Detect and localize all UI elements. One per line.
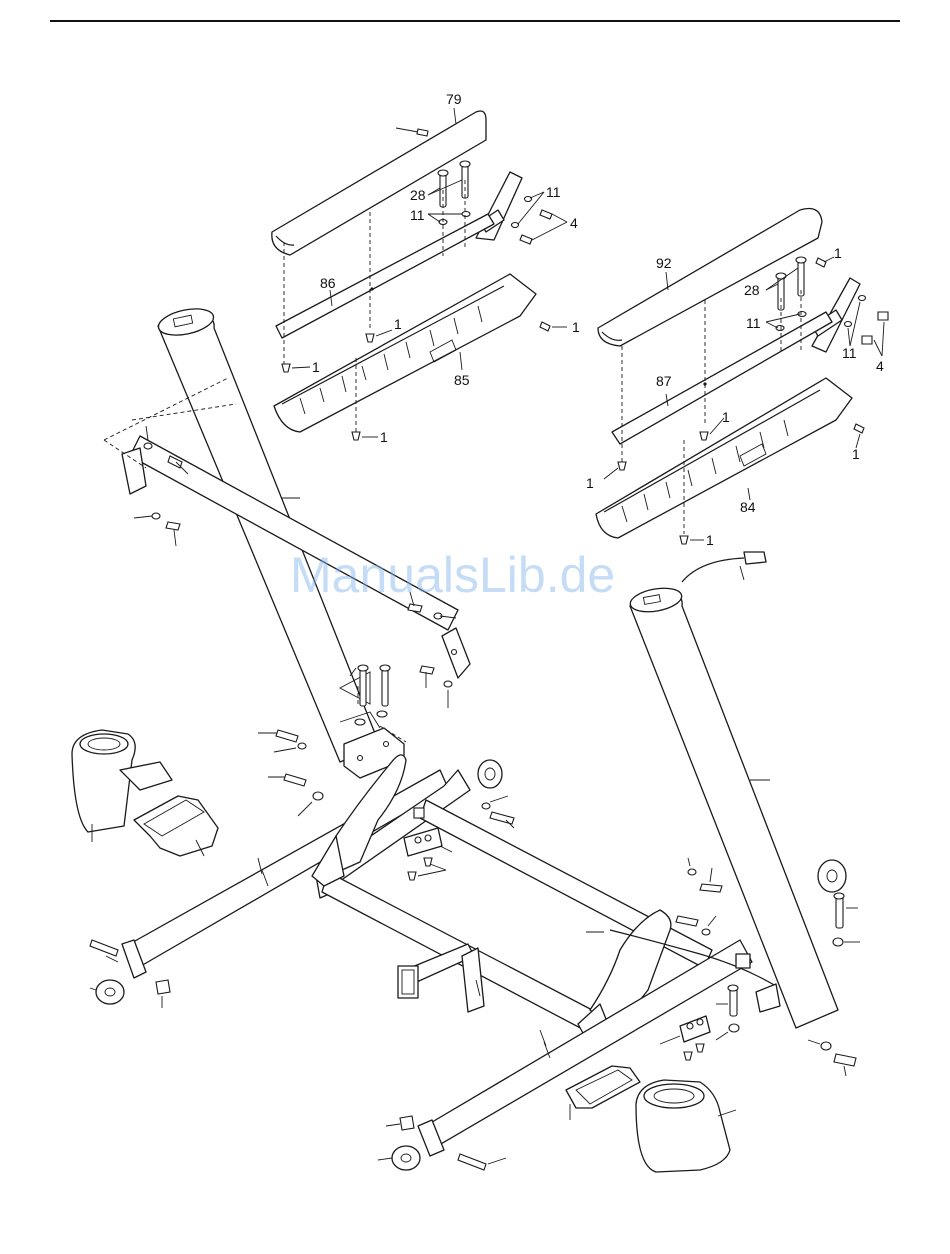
label-4-right: 4 [876, 358, 884, 374]
wheel-icon [818, 860, 860, 946]
label-1-left-a: 1 [394, 316, 402, 332]
part-84-housing [596, 378, 852, 538]
label-1-left-d: 1 [380, 429, 388, 445]
label-85: 85 [454, 372, 470, 388]
watermark: ManualsLib.de [290, 547, 615, 603]
label-11-right-of-bracket: 11 [546, 184, 561, 200]
label-4-left: 4 [570, 215, 578, 231]
part-85-housing [274, 274, 536, 432]
label-86: 86 [320, 275, 336, 291]
label-1-left-c: 1 [312, 359, 320, 375]
label-84: 84 [740, 499, 756, 515]
left-front-foot-cover [134, 796, 218, 856]
label-28-right: 28 [744, 282, 760, 298]
label-79: 79 [446, 91, 462, 107]
label-1-right-a: 1 [834, 245, 842, 261]
label-92: 92 [656, 255, 672, 271]
upright-bracket-right [812, 278, 860, 352]
label-1-right-b: 1 [722, 409, 730, 425]
bolt-28-right [776, 257, 806, 310]
right-front-foot-cover [566, 1066, 640, 1120]
label-1-left-b: 1 [572, 319, 580, 335]
right-rear-foot-cover [636, 1080, 736, 1172]
part-92-upper-cover [598, 209, 822, 347]
screw-icon [396, 128, 428, 136]
screw-4-right [862, 312, 888, 344]
label-28-left: 28 [410, 187, 426, 203]
wheel-icon [478, 760, 514, 828]
label-11-right-b: 11 [842, 345, 857, 361]
switch-block-right [660, 1016, 710, 1060]
label-11-right-a: 11 [746, 315, 761, 331]
label-11-left: 11 [410, 207, 425, 223]
label-1-right-d: 1 [852, 446, 860, 462]
side-bolts-center [258, 730, 323, 816]
label-87: 87 [656, 373, 672, 389]
label-1-right-c: 1 [586, 475, 594, 491]
label-1-right-e: 1 [706, 532, 714, 548]
